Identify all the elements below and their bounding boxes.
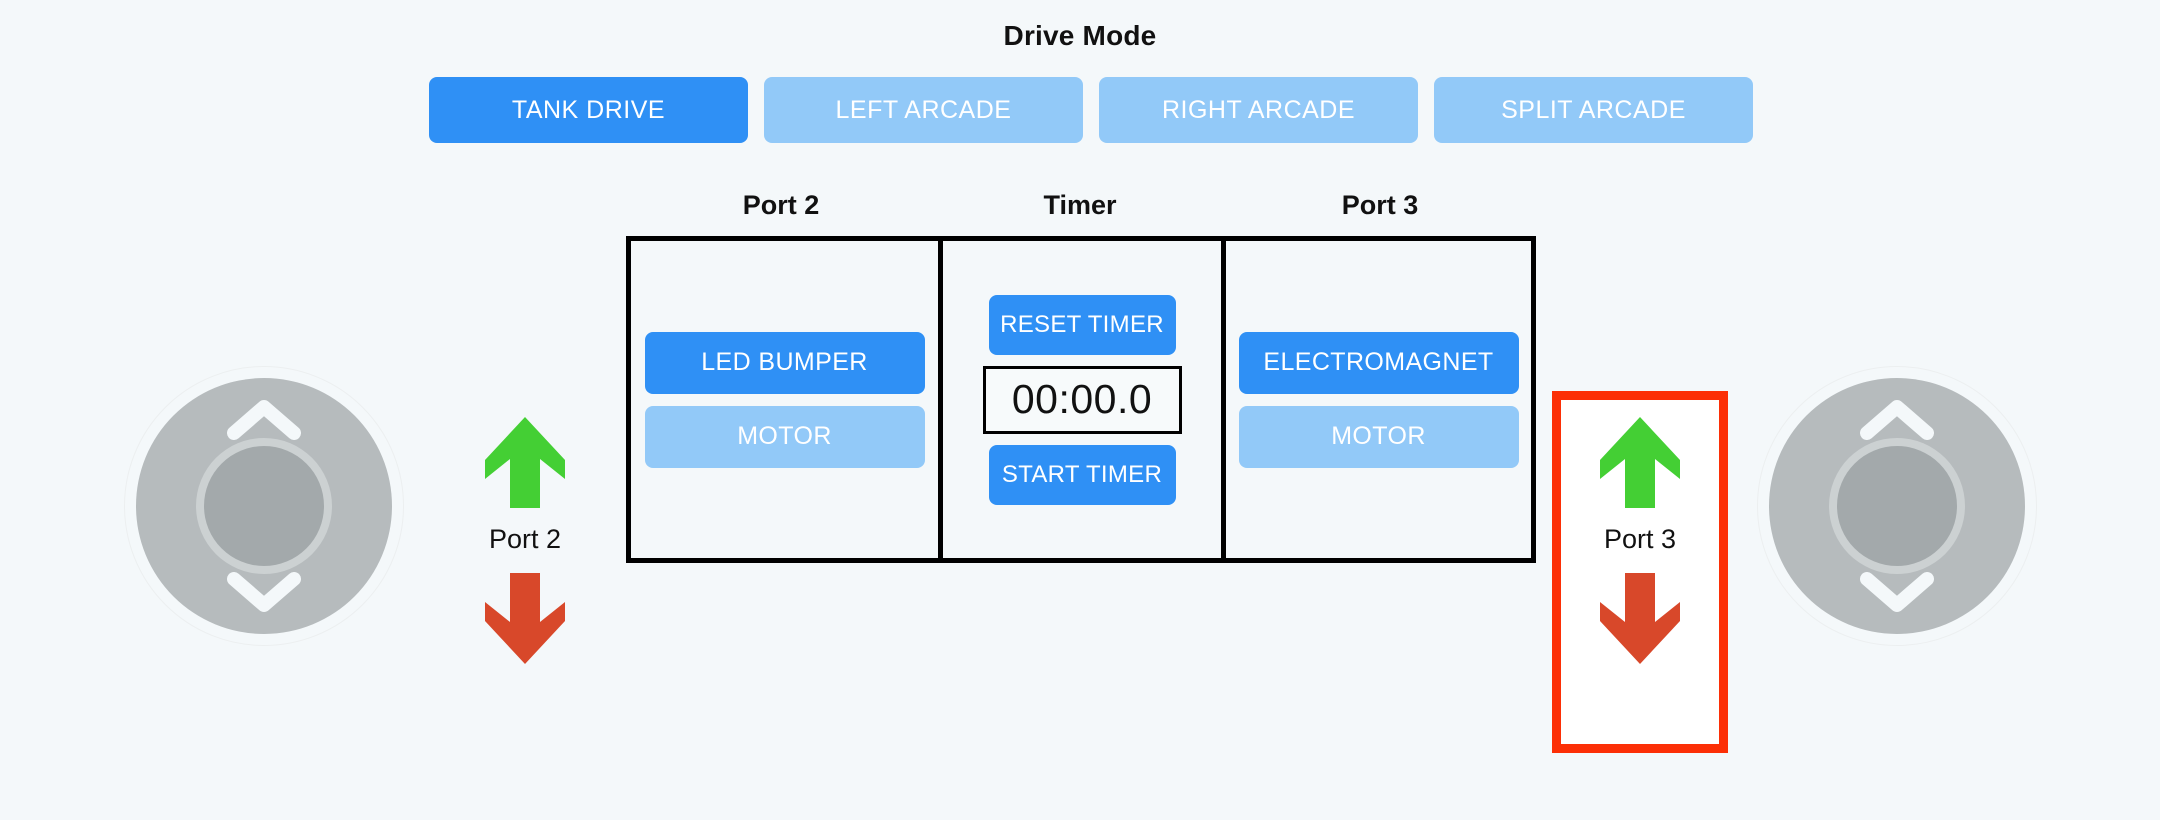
chevron-up-icon [1860, 400, 1934, 440]
panel-header-port-2: Port 2 [742, 190, 820, 220]
device-control-panel: LED BUMPER MOTOR RESET TIMER 00:00.0 STA… [626, 236, 1536, 563]
arrow-down-icon[interactable] [483, 571, 567, 666]
start-timer-button[interactable]: START TIMER [988, 444, 1176, 505]
port-2-stack-label: Port 2 [488, 524, 562, 554]
drive-mode-right-arcade-button[interactable]: RIGHT ARCADE [1099, 77, 1418, 143]
drive-mode-tank-drive-button[interactable]: TANK DRIVE [429, 77, 748, 143]
electromagnet-button[interactable]: ELECTROMAGNET [1238, 331, 1519, 394]
right-joystick-outer-ring [1757, 366, 2037, 646]
chevron-down-icon [227, 572, 301, 612]
port-3-motor-button[interactable]: MOTOR [1238, 405, 1519, 468]
reset-timer-button[interactable]: RESET TIMER [988, 294, 1176, 355]
left-joystick-outer-ring [124, 366, 404, 646]
led-bumper-button[interactable]: LED BUMPER [644, 331, 925, 394]
drive-mode-left-arcade-button[interactable]: LEFT ARCADE [764, 77, 1083, 143]
chevron-up-icon [227, 400, 301, 440]
right-joystick[interactable] [1757, 366, 2037, 646]
chevron-down-icon [1860, 572, 1934, 612]
arrow-up-icon[interactable] [1598, 415, 1682, 510]
port-2-arrow-stack: Port 2 [465, 415, 585, 666]
port-3-stack-label: Port 3 [1603, 524, 1677, 554]
drive-mode-split-arcade-button[interactable]: SPLIT ARCADE [1434, 77, 1753, 143]
left-joystick-knob[interactable] [204, 446, 324, 566]
timer-display: 00:00.0 [982, 365, 1182, 434]
panel-column-port-3: ELECTROMAGNET MOTOR [1226, 241, 1531, 558]
panel-column-port-2: LED BUMPER MOTOR [631, 241, 938, 558]
arrow-down-icon[interactable] [1598, 571, 1682, 666]
port-2-motor-button[interactable]: MOTOR [644, 405, 925, 468]
drive-mode-button-group: TANK DRIVE LEFT ARCADE RIGHT ARCADE SPLI… [429, 77, 1753, 143]
arrow-up-icon[interactable] [483, 415, 567, 510]
panel-header-row: Port 2 Timer Port 3 [626, 190, 1536, 221]
port-3-arrow-stack: Port 3 [1580, 415, 1700, 666]
left-joystick[interactable] [124, 366, 404, 646]
page-title: Drive Mode [1003, 20, 1157, 51]
panel-header-port-3: Port 3 [1341, 190, 1419, 220]
panel-header-timer: Timer [1043, 190, 1117, 220]
right-joystick-knob[interactable] [1837, 446, 1957, 566]
panel-column-timer: RESET TIMER 00:00.0 START TIMER [938, 241, 1226, 558]
